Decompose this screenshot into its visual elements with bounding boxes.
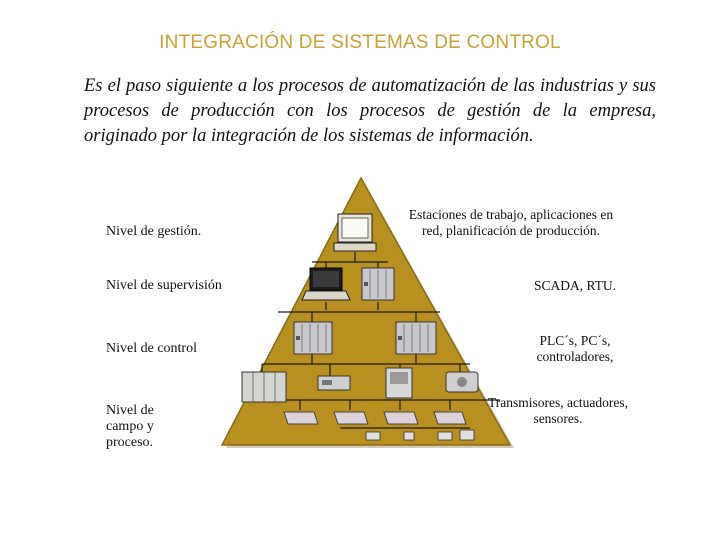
laptop-icon [301, 267, 351, 301]
motor-icon [445, 371, 479, 393]
intro-paragraph: Es el paso siguiente a los procesos de a… [84, 76, 656, 146]
page-title: INTEGRACIÓN DE SISTEMAS DE CONTROL [159, 32, 561, 53]
level-campo-label: Nivel de campo y proceso. [106, 403, 154, 450]
controller-unit-icon [317, 375, 351, 391]
level-gestion-description: Estaciones de trabajo, aplicaciones en r… [408, 207, 614, 238]
field-device-icon [433, 411, 467, 425]
control-cabinet-icon [241, 371, 287, 403]
level-supervision-label: Nivel de supervisión [106, 278, 222, 293]
level-control-label: Nivel de control [106, 341, 197, 356]
plc-rack-icon [395, 321, 437, 355]
level-supervision-description: SCADA, RTU. [533, 278, 617, 293]
level-control-description: PLC´s, PC´s, controladores, [536, 333, 614, 364]
plc-rack-icon [293, 321, 333, 355]
level-campo-description: Transmisores, actuadores, sensores. [487, 395, 629, 426]
field-device-icon [283, 411, 319, 425]
level-gestion-label: Nivel de gestión. [106, 224, 202, 239]
sensor-icon [365, 429, 475, 441]
workstation-icon [333, 213, 377, 252]
network-lines [248, 252, 500, 429]
industrial-pc-icon [385, 367, 413, 399]
scada-rack-icon [361, 267, 395, 301]
field-device-icon [383, 411, 419, 425]
field-device-icon [333, 411, 369, 425]
